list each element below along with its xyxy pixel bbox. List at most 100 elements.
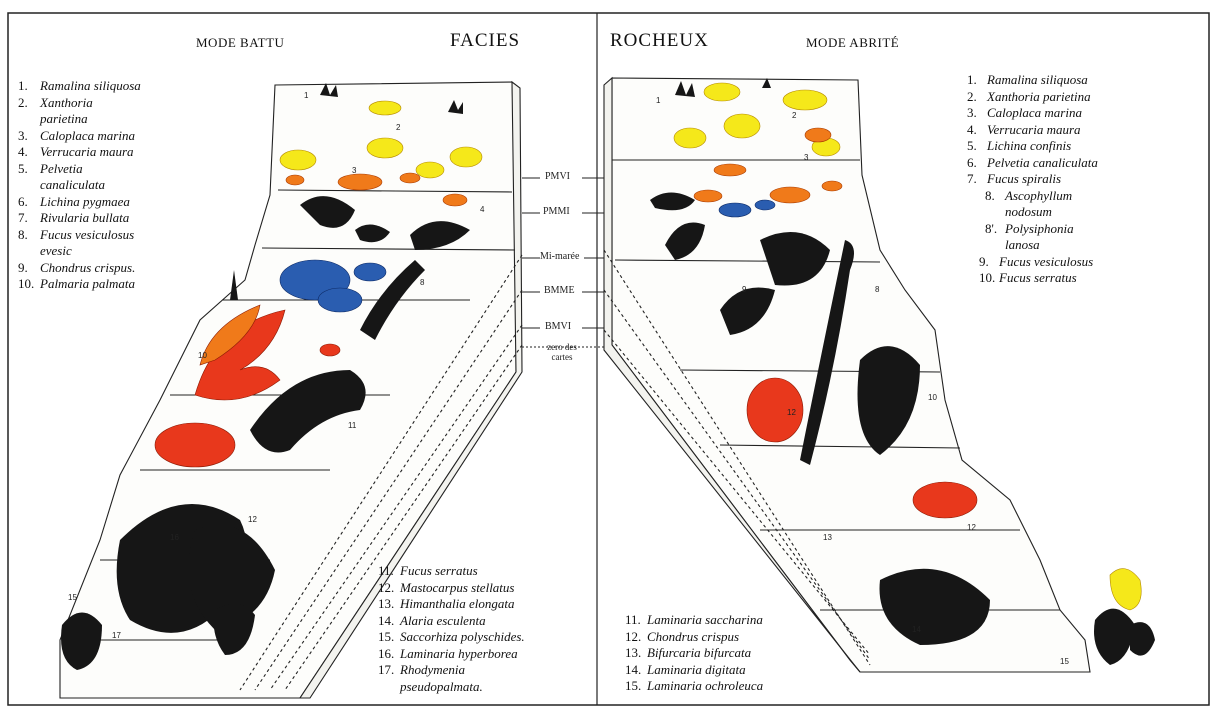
legend-number: 12.: [625, 629, 647, 646]
legend-species-name: Verrucaria maura: [40, 144, 134, 159]
legend-number: 9.: [18, 260, 40, 277]
legend-number: 8.: [985, 188, 1005, 205]
legend-species-name: canaliculata: [40, 177, 105, 192]
legend-species-name: Fucus serratus: [400, 563, 478, 578]
legend-number: 8'.: [985, 221, 1005, 238]
legend-species-name: lanosa: [1005, 237, 1040, 252]
legend-number: 13.: [378, 596, 400, 613]
legend-entry: 13.Himanthalia elongata: [378, 596, 525, 613]
legend-entry: 6.Lichina pygmaea: [18, 194, 141, 211]
legend-number: 14.: [378, 613, 400, 630]
legend-number: 15.: [625, 678, 647, 695]
legend-number: 8.: [18, 227, 40, 244]
legend-number: 5.: [18, 161, 40, 178]
legend-entry: 4.Verrucaria maura: [967, 122, 1098, 139]
legend-species-name: parietina: [40, 111, 88, 126]
legend-species-name: Alaria esculenta: [400, 613, 486, 628]
legend-species-name: Fucus vesiculosus: [40, 227, 134, 242]
legend-species-name: Caloplaca marina: [987, 105, 1082, 120]
legend-entry: 8.Fucus vesiculosus: [18, 227, 141, 244]
legend-number: 3.: [967, 105, 987, 122]
legend-species-name: Caloplaca marina: [40, 128, 135, 143]
legend-number: 10.: [979, 270, 999, 287]
legend-species-name: Laminaria saccharina: [647, 612, 763, 627]
legend-species-name: Fucus vesiculosus: [999, 254, 1093, 269]
svg-text:13: 13: [823, 533, 832, 542]
legend-species-name: Ramalina siliquosa: [40, 78, 141, 93]
legend-entry: 6.Pelvetia canaliculata: [967, 155, 1098, 172]
legend-entry: 7.Rivularia bullata: [18, 210, 141, 227]
header-rocheux: ROCHEUX: [610, 30, 709, 52]
legend-entry: 5.Pelvetia: [18, 161, 141, 178]
legend-species-name: Fucus spiralis: [987, 171, 1061, 186]
svg-text:17: 17: [112, 631, 121, 640]
legend-species-name: Bifurcaria bifurcata: [647, 645, 751, 660]
legend-entry: 14.Laminaria digitata: [625, 662, 763, 679]
legend-entry: 13.Bifurcaria bifurcata: [625, 645, 763, 662]
legend-species-name: Xanthoria: [40, 95, 93, 110]
legend-species-name: Rivularia bullata: [40, 210, 129, 225]
legend-species-name: Saccorhiza polyschides.: [400, 629, 525, 644]
legend-entry: 1.Ramalina siliquosa: [18, 78, 141, 95]
svg-text:15: 15: [1060, 657, 1069, 666]
legend-entry: 2.Xanthoria: [18, 95, 141, 112]
legend-species-name: nodosum: [1005, 204, 1052, 219]
legend-number: 7.: [18, 210, 40, 227]
legend-number: 11.: [378, 563, 400, 580]
legend-species-name: Pelvetia canaliculata: [987, 155, 1098, 170]
legend-number: 4.: [967, 122, 987, 139]
legend-number: 2.: [18, 95, 40, 112]
legend-entry: lanosa: [967, 237, 1098, 254]
svg-text:3: 3: [804, 153, 809, 162]
legend-species-name: Lichina pygmaea: [40, 194, 130, 209]
legend-entry: 11.Laminaria saccharina: [625, 612, 763, 629]
legend-entry: nodosum: [967, 204, 1098, 221]
legend-number: 17.: [378, 662, 400, 679]
legend-number: 7.: [967, 171, 987, 188]
level-pmmi: PMMI: [543, 206, 570, 217]
legend-number: 15.: [378, 629, 400, 646]
legend-species-name: Fucus serratus: [999, 270, 1077, 285]
legend-species-name: Chondrus crispus.: [40, 260, 135, 275]
legend-entry: 9.Fucus vesiculosus: [967, 254, 1098, 271]
level-bmvi: BMVI: [545, 321, 571, 332]
legend-entry: 16.Laminaria hyperborea: [378, 646, 525, 663]
legend-number: 3.: [18, 128, 40, 145]
legend-entry: 2.Xanthoria parietina: [967, 89, 1098, 106]
legend-entry: 12.Mastocarpus stellatus: [378, 580, 525, 597]
svg-text:14: 14: [912, 625, 921, 634]
legend-species-name: evesic: [40, 243, 72, 258]
svg-text:15: 15: [68, 593, 77, 602]
legend-entry: 7.Fucus spiralis: [967, 171, 1098, 188]
legend-entry: canaliculata: [18, 177, 141, 194]
level-pmvi: PMVI: [545, 171, 570, 182]
legend-entry: 5.Lichina confinis: [967, 138, 1098, 155]
legend-number: 11.: [625, 612, 647, 629]
legend-entry: 3.Caloplaca marina: [18, 128, 141, 145]
legend-number: 1.: [967, 72, 987, 89]
right-yellow-kelp: [1110, 569, 1141, 610]
svg-text:11: 11: [348, 421, 357, 430]
legend-species-name: Polysiphonia: [1005, 221, 1074, 236]
legend-entry: 12.Chondrus crispus: [625, 629, 763, 646]
legend-entry: 14.Alaria esculenta: [378, 613, 525, 630]
legend-entry: 8'.Polysiphonia: [967, 221, 1098, 238]
legend-species-name: Pelvetia: [40, 161, 83, 176]
svg-text:4: 4: [480, 205, 485, 214]
legend-number: 14.: [625, 662, 647, 679]
legend-number: 12.: [378, 580, 400, 597]
legend-species-name: pseudopalmata.: [400, 679, 483, 694]
header-mode-battu: MODE BATTU: [196, 35, 284, 51]
svg-text:10: 10: [928, 393, 937, 402]
legend-number: 10.: [18, 276, 40, 293]
legend-right-bottom: 11.Laminaria saccharina12.Chondrus crisp…: [625, 612, 763, 695]
legend-entry: 10.Fucus serratus: [967, 270, 1098, 287]
legend-species-name: Rhodymenia: [400, 662, 465, 677]
level-bmme: BMME: [544, 285, 575, 296]
svg-text:8: 8: [875, 285, 880, 294]
legend-number: 13.: [625, 645, 647, 662]
legend-species-name: Laminaria digitata: [647, 662, 746, 677]
legend-species-name: Laminaria hyperborea: [400, 646, 518, 661]
legend-number: 6.: [967, 155, 987, 172]
